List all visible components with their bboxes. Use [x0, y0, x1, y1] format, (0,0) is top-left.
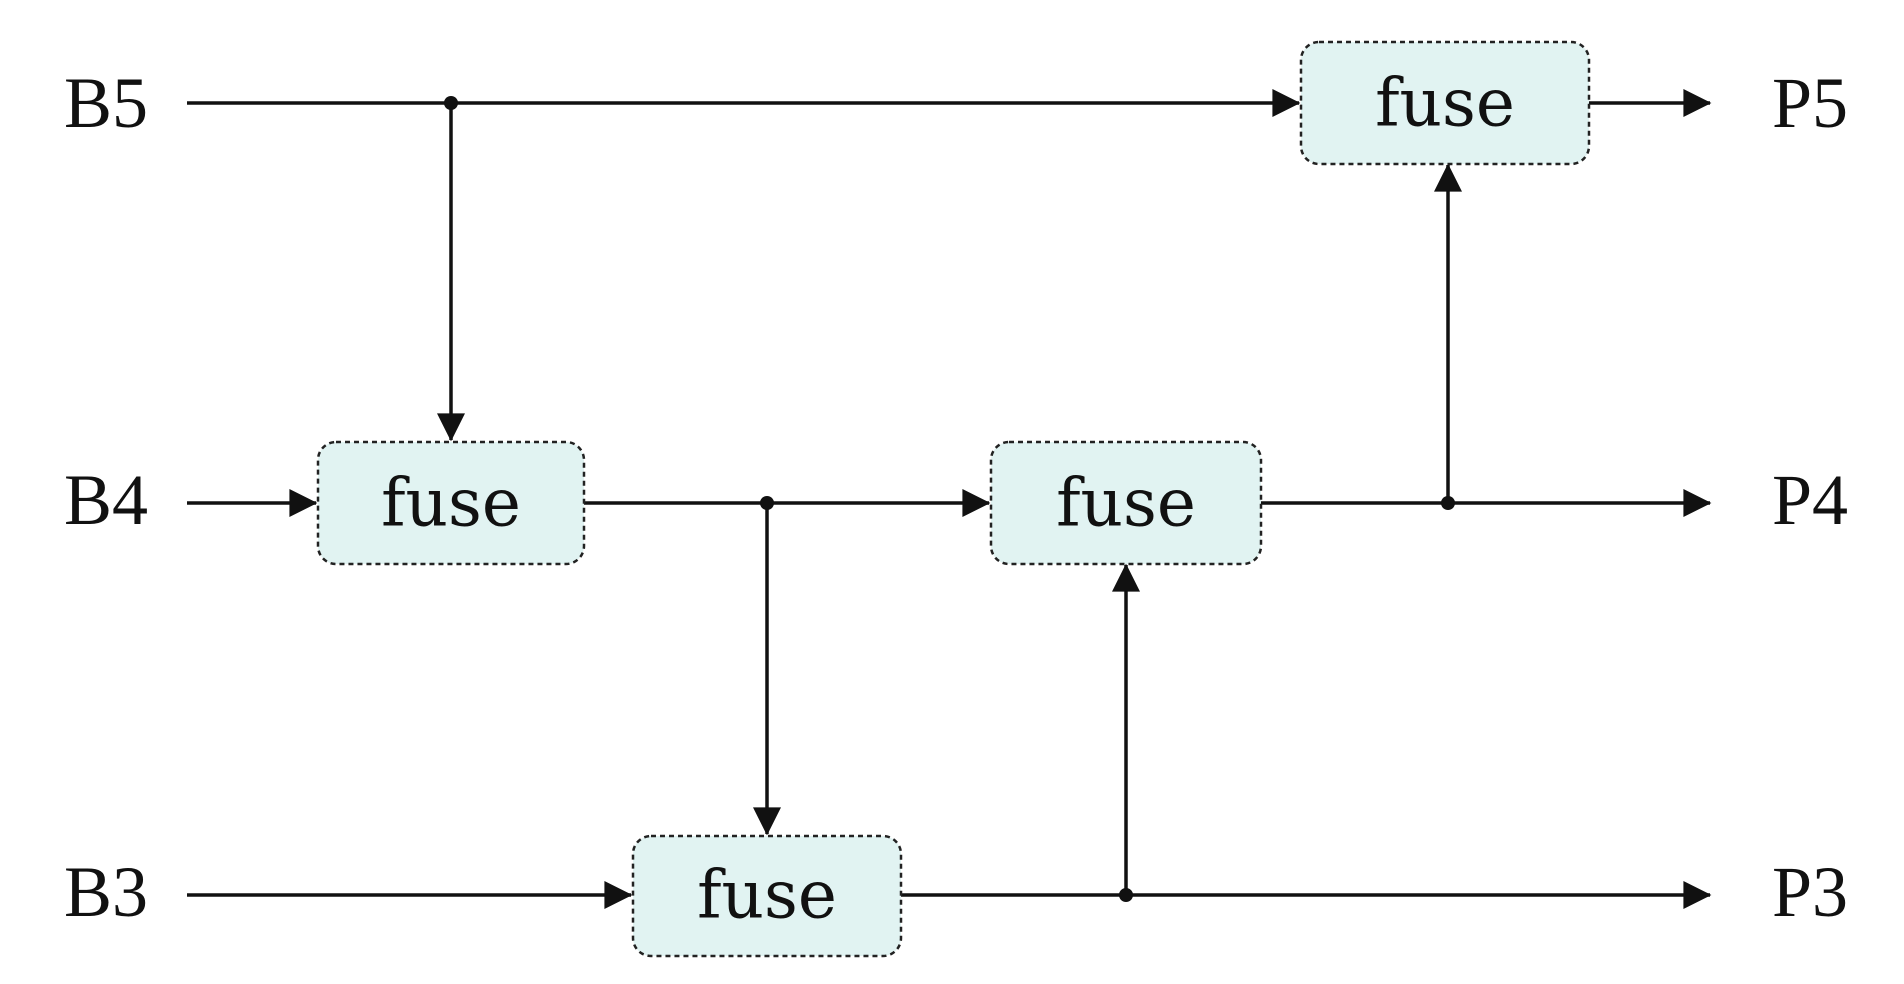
- connections: [187, 89, 1712, 909]
- fuse-label: fuse: [1375, 65, 1515, 142]
- junction-dot: [444, 96, 458, 110]
- junction-dot: [1441, 496, 1455, 510]
- junction-dot: [1119, 888, 1133, 902]
- input-label-b5: B5: [64, 63, 148, 143]
- fuse-label: fuse: [1056, 465, 1196, 542]
- fuse-node-p5: fuse: [1299, 40, 1591, 166]
- output-label-p5: P5: [1772, 63, 1848, 143]
- fuse-node-b3: fuse: [631, 834, 903, 958]
- input-label-b3: B3: [64, 852, 148, 932]
- fuse-label: fuse: [381, 465, 521, 542]
- fuse-label: fuse: [697, 857, 837, 934]
- junction-dot: [760, 496, 774, 510]
- fuse-node-p4: fuse: [989, 440, 1263, 566]
- output-label-p4: P4: [1772, 460, 1848, 540]
- fuse-node-b4: fuse: [316, 440, 586, 566]
- output-label-p3: P3: [1772, 852, 1848, 932]
- input-label-b4: B4: [64, 460, 148, 540]
